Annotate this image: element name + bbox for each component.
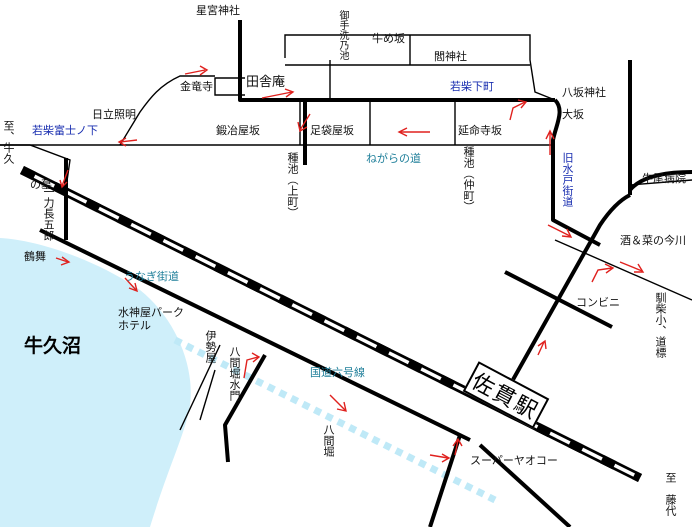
label-wakashiba-fujinoshita: 若柴富士ノ下 [32,124,98,137]
label-unagi-kaido: うなぎ街道 [124,270,179,283]
label-to-fujishiro: 至 藤代 [664,472,677,516]
label-enmeijizaka: 延命寺坂 [458,124,502,137]
railway-line [19,165,643,483]
label-kyu-mito-kaido: 旧水戸街道 [561,152,574,207]
label-yasaka-shrine: 八坂神社 [562,86,606,99]
label-hoshinomiya-shrine: 星宮神社 [196,4,240,17]
route-arrows [55,65,645,463]
lake-ushikunuma [0,238,191,527]
label-inakaan: 田舎庵 [246,75,286,90]
label-ichiriki-chogoro: 一力長五郎 [42,186,55,241]
label-iseya: 伊勢屋 [204,330,217,363]
label-kaminoyashiro: 閻神社 [434,50,467,63]
label-suijinya-park-hotel: 水神屋パークホテル [118,306,184,332]
label-konbini: コンビニ [576,296,620,309]
label-hakkenbori-suimon: 八間堀水門 [228,346,241,401]
label-tsurumai: 鶴舞 [24,250,46,263]
label-hakkenbori: 八間堀 [322,424,335,457]
label-ashibukurozaka: 足袋屋坂 [310,124,354,137]
hospital-fork [628,170,692,192]
label-taneike-kamimachi: 種池（上町） [286,152,299,218]
label-super-yaokoo: スーパーヤオコー [470,454,558,467]
label-kajiyazaka: 鍛冶屋坂 [216,124,260,137]
label-konryuji: 金竜寺 [180,80,213,93]
label-kokudo-6: 国道六号線 [310,366,365,379]
label-ryugasaki-dohyo: 馴柴小、道標 [654,292,667,358]
label-to-ushiku: 至、牛久 [2,120,15,164]
label-ushikunuma-lake: 牛久沼 [24,335,82,357]
minor-roads [0,34,692,431]
label-mitarashi-pond: 御手洗乃池 [337,10,348,60]
label-ushio-hospital: 牛尾病院 [642,172,686,185]
label-taneike-nakamachi: 種池（仲町） [462,146,475,212]
label-osaka: 大坂 [562,108,584,121]
label-hitachi-shomei: 日立照明 [92,108,136,121]
label-ushimezaka: 牛め坂 [372,32,405,45]
major-roads [39,20,632,527]
label-nohaka: の墓 [30,178,52,191]
label-negara-no-michi: ねがらの道 [366,152,421,165]
label-sake-imagawa: 酒＆菜の今川 [620,234,686,247]
label-wakashiba-shimomachi: 若柴下町 [450,80,494,93]
